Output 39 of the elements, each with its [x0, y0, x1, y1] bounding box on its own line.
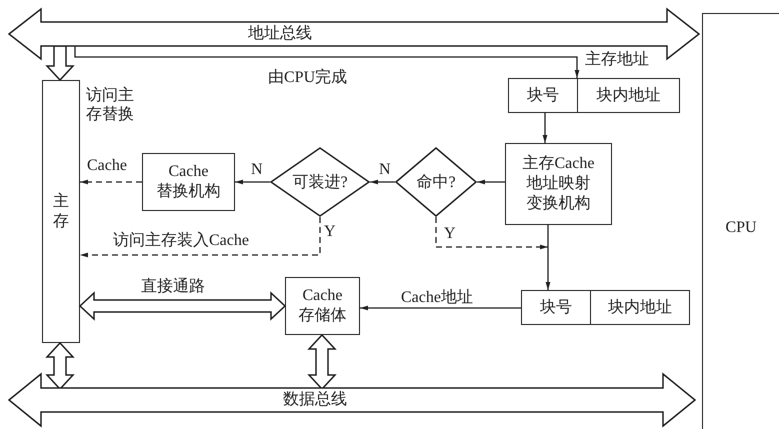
block-arrow	[78, 291, 286, 321]
block-arrow	[45, 342, 75, 390]
arrow	[477, 180, 505, 184]
bus-label: 地址总线	[248, 24, 312, 44]
process-box: 主存Cache地址映射变换机构	[505, 143, 612, 225]
arrow	[360, 306, 521, 310]
address-register	[521, 290, 690, 325]
edge-label: 主存地址	[584, 50, 650, 70]
block-arrow	[45, 45, 75, 82]
decision-diamond	[270, 147, 370, 217]
note-text: 由CPU完成	[268, 68, 348, 88]
register-cell: 块号	[522, 291, 591, 324]
register-cell-text: 块内地址	[607, 298, 673, 318]
note-text: Y	[444, 224, 456, 244]
diamond-label: 命中?	[416, 172, 456, 192]
cpu-box: CPU	[702, 13, 779, 429]
arrow	[435, 217, 548, 250]
register-cell-text: 块内地址	[596, 86, 662, 106]
arrow	[542, 113, 548, 143]
bus-band	[8, 373, 696, 427]
note-text: 访问主存替换	[86, 86, 134, 124]
register-cell: 块号	[509, 79, 578, 112]
arrow	[74, 46, 580, 78]
diamond-label: 可装进?	[292, 172, 348, 192]
decision-diamond	[395, 147, 477, 217]
arrow	[546, 247, 550, 290]
block-arrow	[307, 334, 337, 390]
edge-label: 访问主存装入Cache	[112, 231, 250, 250]
memory-box: 主存	[42, 80, 80, 343]
process-box: Cache替换机构	[142, 153, 235, 211]
arrow	[370, 180, 395, 184]
arrow	[80, 180, 142, 184]
note-text: Y	[324, 222, 336, 242]
address-register	[508, 78, 680, 113]
bus-label: 数据总线	[283, 390, 347, 410]
process-box: Cache存储体	[285, 277, 360, 335]
arrow	[80, 217, 321, 258]
edge-label: 直接通路	[140, 277, 206, 296]
arrow	[235, 180, 270, 184]
